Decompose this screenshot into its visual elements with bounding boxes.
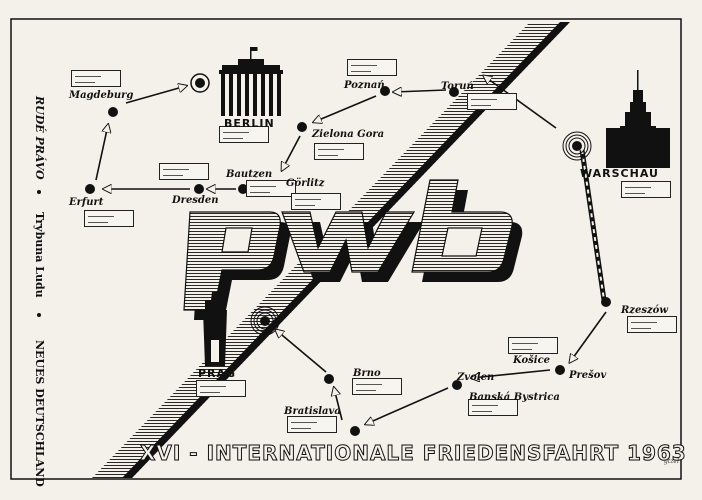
stage-box (627, 316, 677, 333)
newspaper-trybuna-ludu: Trybuna Ludu (33, 212, 46, 298)
city-label-kosice: Košice (513, 355, 551, 366)
city-label-banska-bystrica: Banská Bystrica (469, 392, 560, 403)
city-label-zielona-gora: Zielona Gora (312, 129, 385, 140)
city-label-magdeburg: Magdeburg (69, 90, 134, 101)
stage-box (347, 59, 397, 76)
logo-counters (221, 227, 483, 257)
stage-box (314, 143, 364, 160)
railway-line (579, 149, 607, 301)
capital-label-prag: PRAG (198, 367, 237, 380)
city-label-goerlitz: Görlitz (286, 178, 325, 189)
logo-pwb (183, 179, 513, 311)
city-label-erfurt: Erfurt (69, 197, 104, 208)
stage-box (291, 193, 341, 210)
city-label-bratislava: Bratislava (284, 406, 341, 417)
stage-box (219, 126, 269, 143)
brandenburg-gate-icon (219, 47, 283, 116)
stage-box (352, 378, 402, 395)
stage-box (508, 337, 558, 354)
city-label-torun: Toruń (441, 81, 474, 92)
capital-label-warschau: WARSCHAU (580, 167, 659, 180)
stage-box (71, 70, 121, 87)
newspaper-neues-deutschland: NEUES DEUTSCHLAND (33, 340, 46, 487)
palace-of-culture-icon (606, 70, 670, 168)
stage-box (467, 93, 517, 110)
stage-box (621, 181, 671, 198)
city-dots (85, 86, 611, 436)
stage-box (84, 210, 134, 227)
city-label-bautzen: Bautzen (226, 169, 273, 180)
powder-tower-icon (203, 292, 227, 366)
city-label-zvolen: Zvolen (457, 372, 495, 383)
city-label-rzeszow: Rzeszów (621, 305, 668, 316)
event-title: XVI - INTERNATIONALE FRIEDENSFAHRT 1963 (140, 441, 687, 466)
stage-box (196, 380, 246, 397)
newspaper-rude-pravo: RUDÉ PRÁVO (33, 96, 46, 180)
stage-box (287, 416, 337, 433)
stage-box (159, 163, 209, 180)
city-label-dresden: Dresden (172, 195, 219, 206)
city-label-poznan: Poznań (344, 80, 385, 91)
separator-dot (37, 313, 41, 317)
city-label-brno: Brno (353, 368, 381, 379)
artist-signature: gtzel (664, 458, 679, 465)
capital-label-berlin: BERLIN (224, 117, 275, 130)
poster-frame (10, 18, 682, 480)
capital-targets (190, 73, 592, 336)
stage-box (468, 399, 518, 416)
separator-dot (37, 190, 41, 194)
stage-box (246, 180, 296, 197)
city-label-presov: Prešov (569, 370, 607, 381)
